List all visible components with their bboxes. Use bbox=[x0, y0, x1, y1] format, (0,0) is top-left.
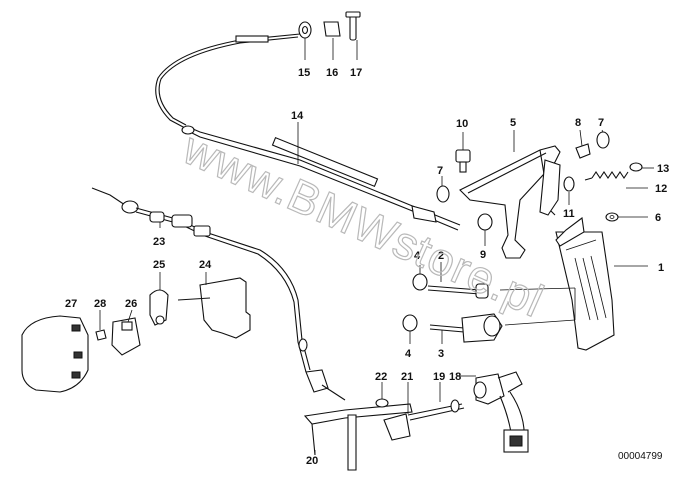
callout-25: 25 bbox=[153, 259, 165, 271]
cable-end-fitting bbox=[181, 125, 195, 135]
callout-19: 19 bbox=[433, 371, 445, 383]
callout-20: 20 bbox=[306, 455, 318, 467]
callout-4-lower: 4 bbox=[405, 348, 412, 360]
part-19-rod-end bbox=[450, 399, 460, 413]
callout-13: 13 bbox=[657, 163, 669, 175]
cable-ball-end bbox=[121, 200, 139, 214]
cable-sleeve-top bbox=[235, 35, 269, 43]
callout-28: 28 bbox=[94, 298, 106, 310]
part-8-clip bbox=[575, 143, 591, 159]
callout-14: 14 bbox=[291, 110, 304, 122]
pedal-assembly bbox=[436, 131, 643, 351]
callout-3: 3 bbox=[438, 348, 444, 360]
callout-7-left: 7 bbox=[437, 165, 443, 177]
part-10-bolt bbox=[455, 149, 471, 163]
callout-10: 10 bbox=[456, 118, 468, 130]
callout-9: 9 bbox=[480, 249, 486, 261]
part-13-cap bbox=[629, 162, 643, 172]
callout-2: 2 bbox=[438, 250, 444, 262]
part-9-bush bbox=[477, 213, 493, 231]
cable-adjuster bbox=[411, 205, 437, 223]
callout-labels: 1 2 3 4 4 5 6 7 7 8 9 10 11 12 13 14 15 … bbox=[65, 67, 669, 467]
callout-24: 24 bbox=[199, 259, 212, 271]
part-5-pedal-bracket bbox=[459, 145, 561, 259]
part-24-bracket bbox=[199, 277, 251, 339]
cable-grommet bbox=[149, 211, 165, 223]
callout-5: 5 bbox=[510, 117, 516, 129]
throttle-linkage-left bbox=[21, 277, 251, 393]
callout-17: 17 bbox=[350, 67, 362, 79]
part-7-bush-left bbox=[436, 185, 450, 203]
callout-21: 21 bbox=[401, 371, 413, 383]
part-16-clip bbox=[323, 21, 341, 37]
callout-6: 6 bbox=[655, 212, 661, 224]
callout-26: 26 bbox=[125, 298, 137, 310]
callout-23: 23 bbox=[153, 236, 165, 248]
cable-housing-14 bbox=[271, 136, 379, 188]
callout-8: 8 bbox=[575, 117, 581, 129]
callout-4-upper: 4 bbox=[414, 250, 421, 262]
part-2-stop-screw bbox=[475, 283, 489, 299]
part-11-bush bbox=[563, 176, 575, 192]
leader-lines bbox=[99, 38, 654, 455]
pedal-stops bbox=[402, 273, 576, 343]
drawing-code: 00004799 bbox=[618, 451, 663, 462]
callout-16: 16 bbox=[326, 67, 338, 79]
part-22-washer bbox=[375, 398, 389, 408]
callout-1: 1 bbox=[658, 262, 664, 274]
part-1-accelerator-pedal bbox=[555, 231, 615, 351]
throttle-cable-lower bbox=[91, 187, 346, 401]
part-4-nut-lower bbox=[402, 314, 418, 332]
callout-11: 11 bbox=[563, 208, 575, 220]
callout-15: 15 bbox=[298, 67, 310, 79]
part-26-pulley bbox=[111, 317, 141, 356]
throttle-cable-upper bbox=[155, 33, 461, 231]
part-7-bush-right bbox=[596, 131, 610, 149]
callout-22: 22 bbox=[375, 371, 387, 383]
throttle-linkage-bottom bbox=[303, 371, 529, 471]
cable-end-parts-top bbox=[298, 11, 361, 41]
part-6-washer bbox=[605, 212, 619, 222]
callout-7-right: 7 bbox=[598, 117, 604, 129]
callout-18: 18 bbox=[449, 371, 461, 383]
part-21-bracket bbox=[383, 413, 411, 441]
callout-27: 27 bbox=[65, 298, 77, 310]
part-28-clip bbox=[95, 329, 107, 341]
part-17-pin bbox=[349, 13, 357, 41]
callout-12: 12 bbox=[655, 183, 667, 195]
